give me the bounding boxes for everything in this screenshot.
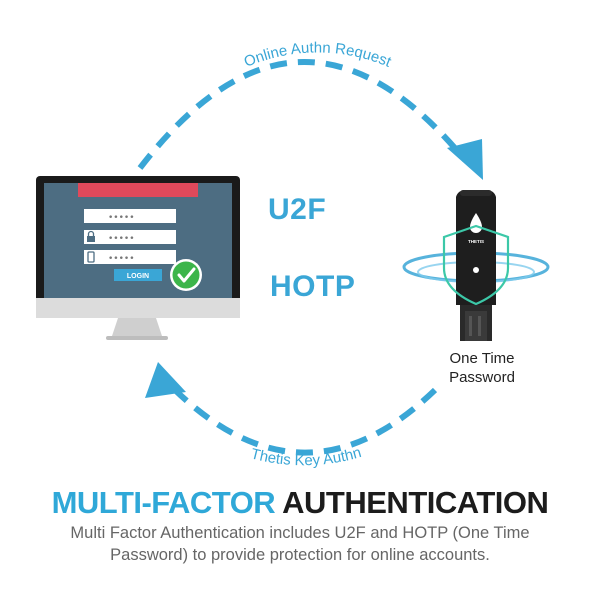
key-caption: One Time Password [449, 350, 515, 386]
shield-icon [442, 224, 510, 306]
phone-icon [87, 251, 95, 263]
monitor-stand [112, 318, 162, 336]
thetis-security-key: THETIS [402, 190, 550, 341]
monitor-base [106, 336, 168, 340]
description: Multi Factor Authentication includes U2F… [70, 524, 530, 564]
key-body [456, 190, 496, 305]
monitor-chin [36, 298, 240, 318]
key-loop [460, 190, 492, 196]
arrowhead-up-icon [145, 362, 186, 398]
password-field[interactable]: ••••• [84, 230, 176, 244]
login-header [78, 183, 198, 197]
key-authn-arrow [145, 362, 438, 456]
user-icon-body [86, 218, 96, 222]
title-part2: AUTHENTICATION [282, 485, 549, 520]
username-field[interactable]: ••••• [84, 209, 176, 223]
online-request-label: Online Authn Request [242, 39, 395, 71]
phone-mask: ••••• [108, 254, 135, 264]
lock-icon [87, 236, 95, 242]
u2f-label: U2F [268, 193, 327, 226]
page-title: MULTI-FACTOR AUTHENTICATION [0, 485, 600, 521]
title-part1: MULTI-FACTOR [51, 485, 276, 520]
login-button-label: LOGIN [127, 273, 149, 280]
online-request-arrow [137, 59, 483, 180]
phone-field[interactable]: ••••• [84, 250, 176, 264]
hotp-label: HOTP [270, 270, 356, 303]
login-button[interactable]: LOGIN [114, 269, 162, 281]
password-mask: ••••• [108, 234, 135, 244]
key-authn-label: Thetis Key Authn [249, 444, 363, 469]
success-check-icon [170, 259, 202, 291]
user-icon [88, 210, 94, 216]
key-brand: THETIS [468, 239, 484, 244]
monitor: ••••• ••••• ••••• LOGIN [36, 176, 240, 340]
arrowhead-down-icon [447, 139, 483, 180]
username-mask: ••••• [108, 213, 135, 223]
key-button [473, 267, 479, 273]
